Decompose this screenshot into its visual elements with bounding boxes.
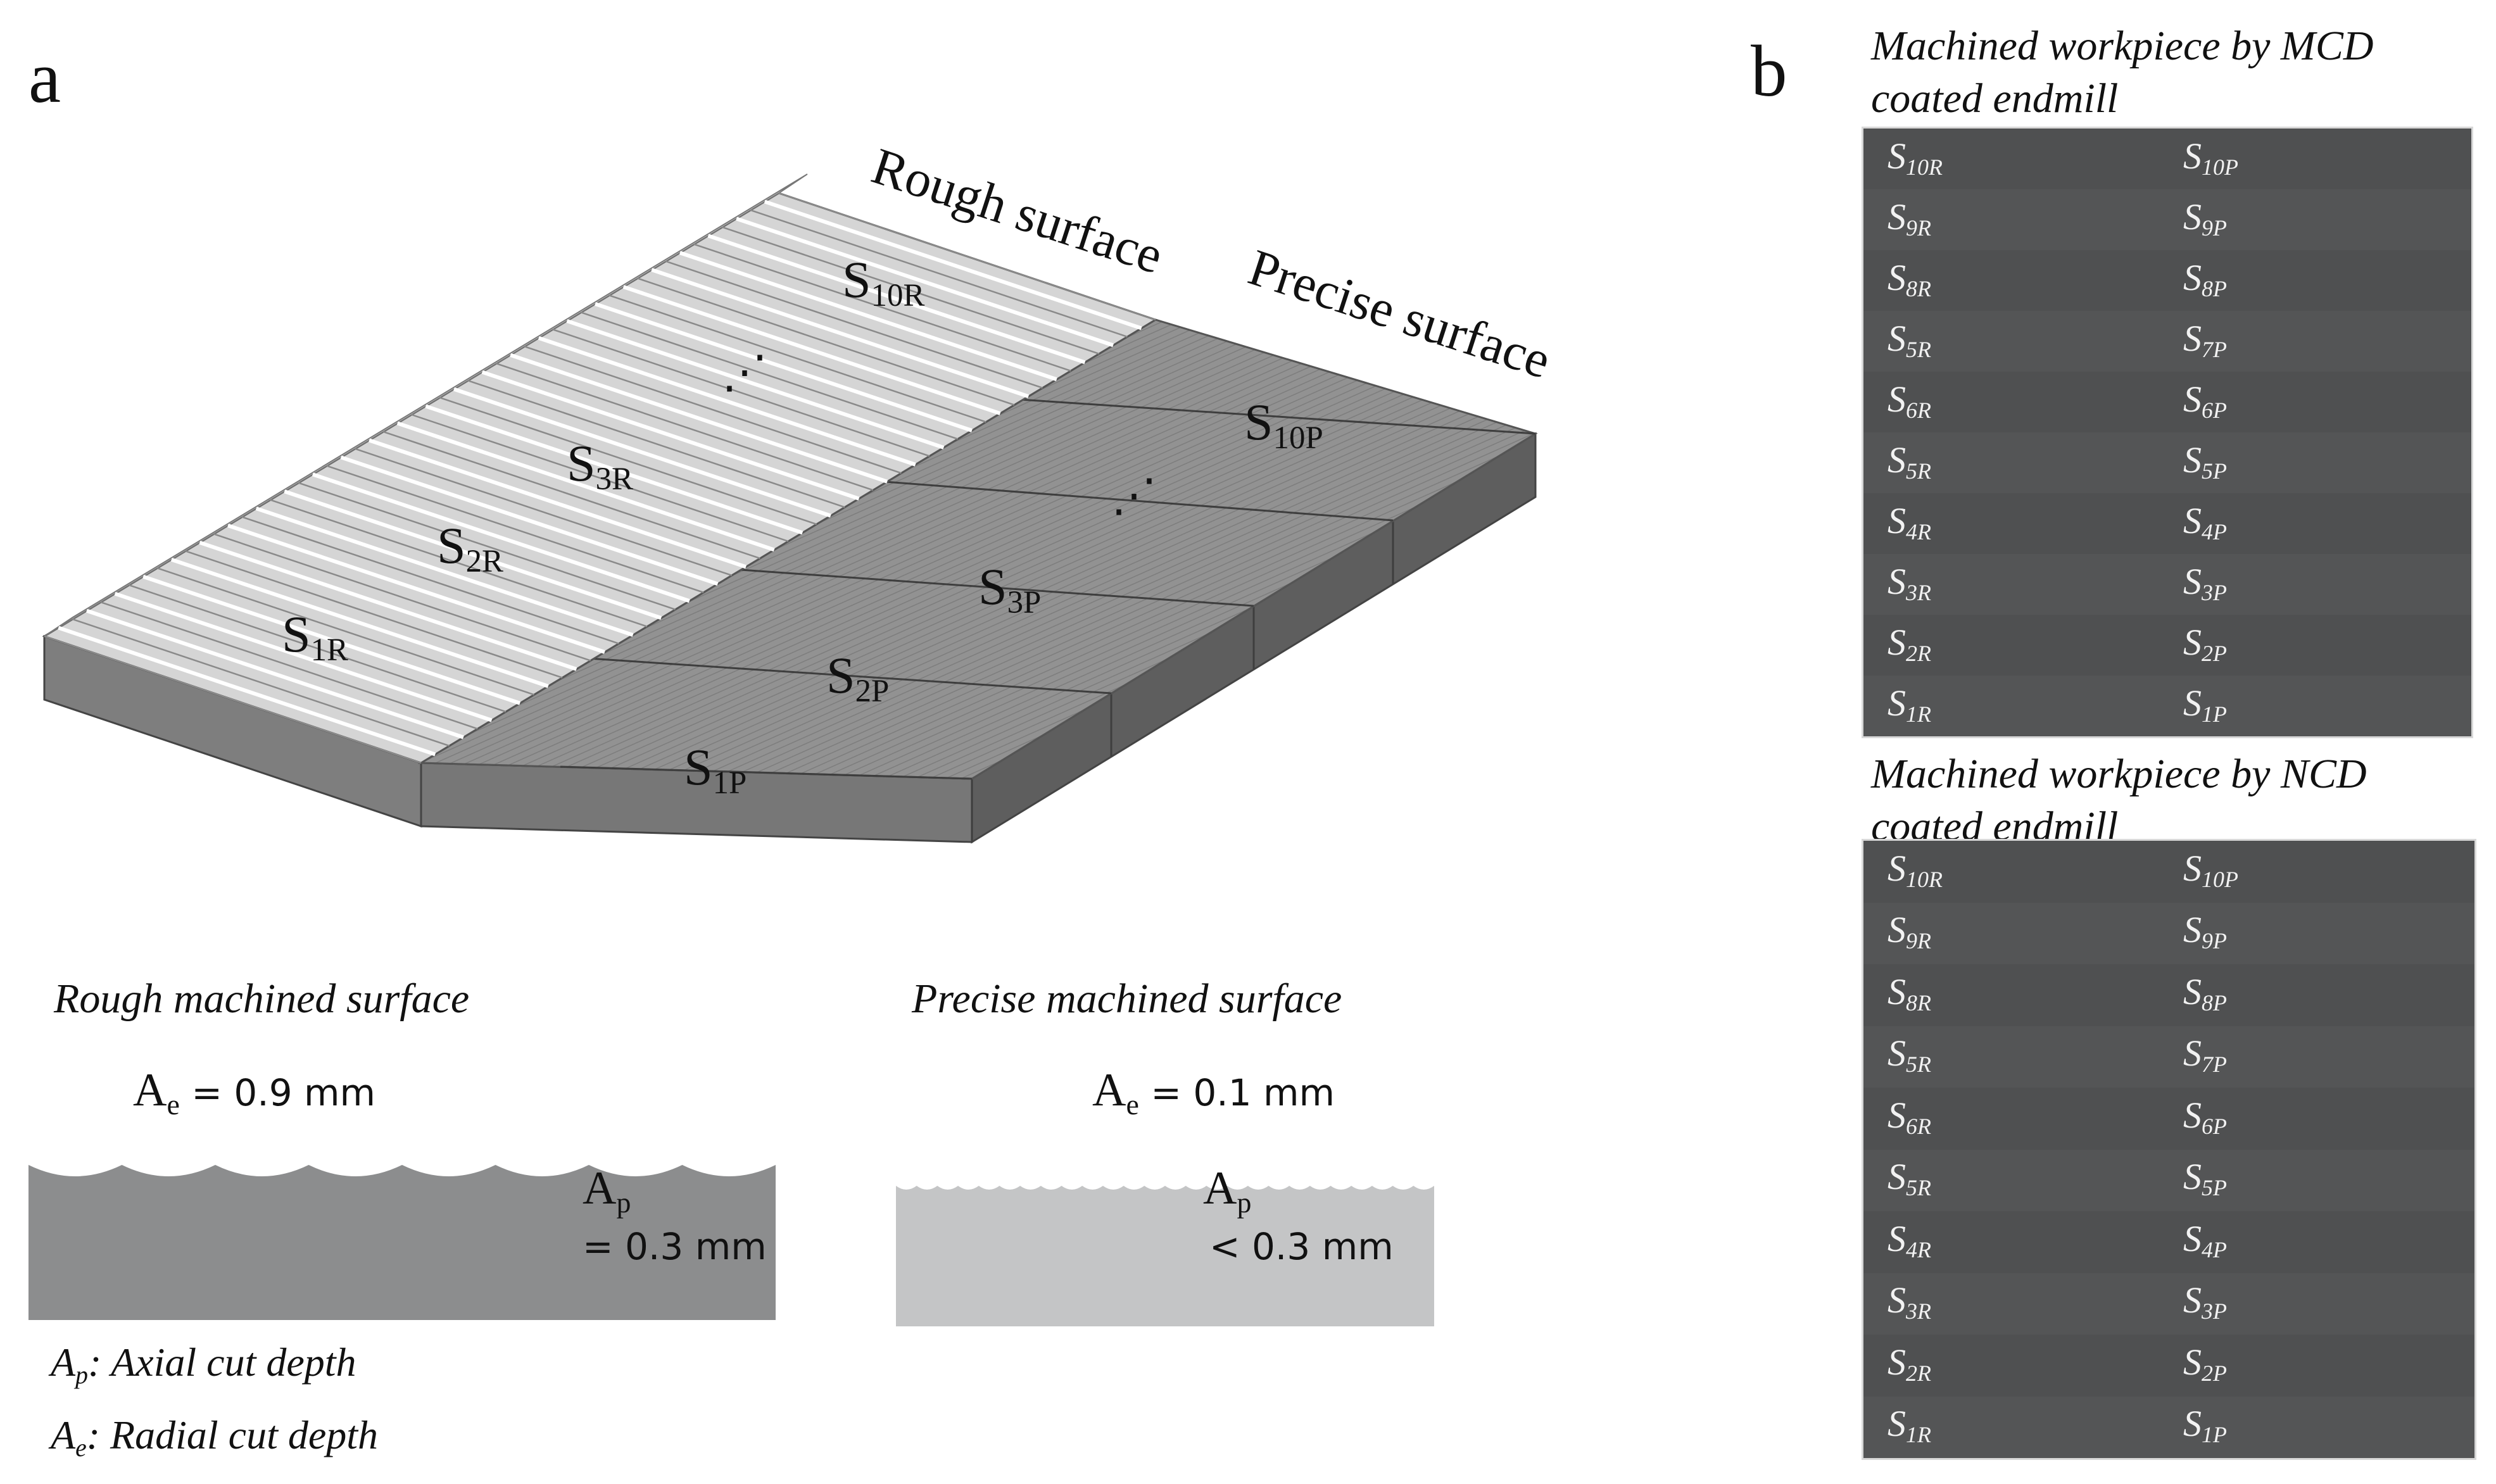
workpiece-strip bbox=[1863, 493, 2471, 556]
workpiece-strip bbox=[1863, 129, 2471, 192]
rough-ridges bbox=[44, 173, 808, 637]
strip-label-left: S6R bbox=[1888, 378, 1931, 423]
strip-label-right: S8P bbox=[2183, 256, 2227, 301]
workpiece-strip bbox=[1863, 902, 2474, 967]
workpiece-strip bbox=[1863, 189, 2471, 253]
block-label-s1p: S1P bbox=[684, 738, 747, 801]
strip-label-left: S10R bbox=[1888, 135, 1943, 180]
rough-profile bbox=[28, 1165, 776, 1320]
strip-label-right: S5P bbox=[2183, 439, 2227, 484]
strip-label-left: S5R bbox=[1888, 1156, 1931, 1201]
block-label-s1r: S1R bbox=[282, 605, 348, 668]
workpiece-strip bbox=[1863, 615, 2471, 678]
workpiece-strip bbox=[1863, 372, 2471, 435]
strip-label-left: S8R bbox=[1888, 256, 1931, 301]
rough-ap-label: Ap bbox=[583, 1162, 631, 1219]
strip-label-left: S9R bbox=[1888, 909, 1931, 954]
strip-label-left: S5R bbox=[1888, 317, 1931, 362]
workpiece-strip bbox=[1863, 1396, 2474, 1458]
strip-label-right: S4P bbox=[2183, 1217, 2227, 1262]
strip-label-left: S1R bbox=[1888, 1403, 1931, 1448]
strip-label-right: S6P bbox=[2183, 1094, 2227, 1139]
panel-b-letter: b bbox=[1751, 31, 1787, 111]
workpiece-strip bbox=[1863, 964, 2474, 1029]
strip-label-right: S2P bbox=[2183, 1341, 2227, 1386]
ncd-workpiece-photo: S10R S10P S9R S9P S8R S8P S5R S7P S6R S6P S5R S5P S4… bbox=[1862, 839, 2476, 1460]
strip-label-right: S9P bbox=[2183, 196, 2227, 241]
rough-ae-label: Ae = 0.9 mm bbox=[133, 1064, 376, 1121]
ncd-title-line1: Machined workpiece by NCD bbox=[1871, 751, 2367, 797]
workpiece-strip bbox=[1863, 554, 2471, 617]
block-label-s3p: S3P bbox=[978, 558, 1042, 620]
strip-label-left: S2R bbox=[1888, 1341, 1931, 1386]
workpiece-strip bbox=[1863, 676, 2471, 736]
mcd-title-line1: Machined workpiece by MCD bbox=[1871, 23, 2374, 69]
block-label-s2p: S2P bbox=[826, 646, 890, 709]
legend-ae: Ae: Radial cut depth bbox=[51, 1412, 379, 1462]
strip-label-left: S3R bbox=[1888, 560, 1931, 605]
workpiece-strip bbox=[1863, 1273, 2474, 1337]
strip-label-left: S4R bbox=[1888, 1217, 1931, 1262]
rough-ridge-lines bbox=[44, 192, 1156, 764]
block-label-s10p: S10P bbox=[1244, 393, 1323, 456]
strip-label-right: S4P bbox=[2183, 500, 2227, 544]
mcd-workpiece-photo: S10R S10P S9R S9P S8R S8P S5R S7P S6R S6P S5R S5P S4… bbox=[1862, 127, 2473, 738]
strip-label-right: S5P bbox=[2183, 1156, 2227, 1201]
workpiece-strip bbox=[1863, 1149, 2474, 1214]
strip-label-left: S4R bbox=[1888, 500, 1931, 544]
precise-ap-label: Ap bbox=[1203, 1162, 1252, 1219]
strip-label-right: S7P bbox=[2183, 317, 2227, 362]
workpiece-strip bbox=[1863, 250, 2471, 313]
strip-label-left: S2R bbox=[1888, 621, 1931, 666]
rough-ap-value: = 0.3 mm bbox=[583, 1225, 767, 1268]
panel-a-letter: a bbox=[28, 37, 61, 118]
precise-section-title: Precise machined surface bbox=[912, 976, 1342, 1022]
strip-label-left: S8R bbox=[1888, 971, 1931, 1016]
strip-label-right: S1P bbox=[2183, 1403, 2227, 1448]
strip-label-left: S6R bbox=[1888, 1094, 1931, 1139]
workpiece-strip bbox=[1863, 432, 2471, 496]
strip-label-right: S10P bbox=[2183, 135, 2238, 180]
strip-label-left: S5R bbox=[1888, 439, 1931, 484]
strip-label-right: S10P bbox=[2183, 847, 2238, 892]
rough-ellipsis: ⋰ bbox=[722, 347, 767, 398]
strip-label-right: S1P bbox=[2183, 682, 2227, 727]
strip-label-right: S6P bbox=[2183, 378, 2227, 423]
block-label-s10r: S10R bbox=[842, 251, 925, 313]
strip-label-left: S1R bbox=[1888, 682, 1931, 727]
strip-label-right: S2P bbox=[2183, 621, 2227, 666]
strip-label-left: S5R bbox=[1888, 1033, 1931, 1078]
strip-label-right: S7P bbox=[2183, 1033, 2227, 1078]
precise-ellipsis: ⋰ bbox=[1111, 470, 1157, 521]
precise-ae-label: Ae = 0.1 mm bbox=[1092, 1064, 1335, 1121]
strip-label-right: S9P bbox=[2183, 909, 2227, 954]
strip-label-left: S10R bbox=[1888, 847, 1943, 892]
precise-profile bbox=[896, 1186, 1434, 1326]
workpiece-3d-diagram bbox=[42, 173, 1538, 844]
mcd-title-line2: coated endmill bbox=[1871, 75, 2119, 122]
side-segment-dividers bbox=[971, 520, 1394, 842]
strip-label-right: S3P bbox=[2183, 560, 2227, 605]
strip-label-right: S3P bbox=[2183, 1280, 2227, 1324]
workpiece-strip bbox=[1863, 311, 2471, 374]
workpiece-strip bbox=[1863, 1026, 2474, 1090]
workpiece-strip bbox=[1863, 1088, 2474, 1152]
strip-label-right: S8P bbox=[2183, 971, 2227, 1016]
strip-label-left: S9R bbox=[1888, 196, 1931, 241]
precise-segment-lines bbox=[560, 398, 1536, 780]
block-label-s2r: S2R bbox=[437, 517, 503, 579]
workpiece-strip bbox=[1863, 841, 2474, 905]
rough-section-title: Rough machined surface bbox=[54, 976, 470, 1022]
legend-ap: Ap: Axial cut depth bbox=[51, 1340, 356, 1389]
workpiece-strip bbox=[1863, 1211, 2474, 1276]
precise-ap-value: < 0.3 mm bbox=[1209, 1225, 1394, 1268]
workpiece-strip bbox=[1863, 1335, 2474, 1399]
block-label-s3r: S3R bbox=[567, 434, 633, 497]
strip-label-left: S3R bbox=[1888, 1280, 1931, 1324]
